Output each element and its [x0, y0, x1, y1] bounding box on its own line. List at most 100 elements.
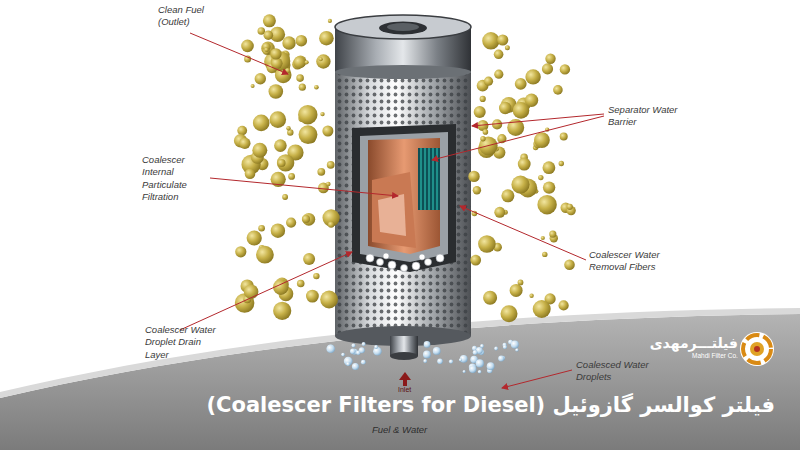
droplet	[463, 370, 466, 373]
droplet	[256, 246, 274, 264]
droplet	[538, 175, 543, 180]
droplet	[303, 253, 315, 265]
droplet	[534, 132, 550, 148]
droplet	[470, 255, 481, 266]
droplet	[297, 280, 305, 288]
droplet	[559, 161, 564, 166]
callout-label: Coalescer Water Droplet Drain Layer	[145, 324, 221, 361]
droplet	[269, 84, 284, 99]
droplet	[423, 351, 431, 359]
droplet	[258, 225, 265, 232]
droplet	[319, 57, 323, 61]
droplet	[252, 143, 267, 158]
droplet	[559, 300, 569, 310]
droplet	[263, 14, 276, 27]
droplet	[478, 370, 482, 374]
droplet	[270, 48, 281, 59]
droplet	[352, 363, 359, 370]
droplet	[302, 215, 310, 223]
droplet	[313, 273, 319, 279]
droplet	[498, 356, 504, 362]
droplet	[529, 294, 533, 298]
droplet	[503, 345, 507, 349]
droplet	[274, 139, 287, 152]
droplet	[480, 344, 484, 348]
droplet	[251, 84, 255, 88]
droplet	[541, 236, 545, 240]
droplet	[341, 353, 345, 357]
droplet	[352, 344, 356, 348]
droplet	[511, 341, 519, 349]
callout-label: Clean Fuel (Outlet)	[158, 4, 220, 29]
droplet	[288, 173, 295, 180]
droplet	[497, 34, 508, 45]
droplet	[317, 168, 325, 176]
droplet	[513, 102, 530, 119]
droplet	[478, 235, 496, 253]
droplet	[487, 362, 495, 370]
inlet-label: Inlet	[398, 386, 411, 393]
droplet	[473, 186, 481, 194]
droplet	[299, 84, 306, 91]
droplet	[542, 63, 553, 74]
droplet	[362, 342, 366, 346]
droplet	[277, 159, 285, 167]
droplet	[302, 213, 315, 226]
droplet	[298, 105, 317, 124]
droplet	[296, 35, 308, 47]
droplet	[501, 189, 514, 202]
droplet	[305, 60, 309, 64]
droplet	[473, 350, 478, 355]
droplet	[263, 48, 270, 55]
droplet	[505, 45, 510, 50]
droplet	[494, 50, 504, 60]
droplet	[326, 182, 331, 187]
callout-label: Coalescer Internal Particulate Filtratio…	[142, 154, 208, 203]
droplet	[328, 221, 334, 227]
droplet	[499, 102, 511, 114]
droplet	[328, 19, 332, 23]
droplet	[306, 290, 319, 303]
droplet	[322, 126, 333, 137]
droplet	[293, 56, 305, 68]
droplet	[271, 224, 285, 238]
droplet	[239, 138, 250, 149]
droplet	[482, 32, 499, 49]
droplet	[515, 78, 527, 90]
droplet	[494, 70, 503, 79]
droplet	[320, 291, 338, 309]
droplet	[316, 54, 330, 68]
droplet	[494, 347, 498, 351]
droplet	[525, 69, 540, 84]
droplet	[253, 115, 270, 132]
droplet	[449, 360, 453, 364]
droplet	[359, 347, 365, 353]
droplet	[286, 126, 290, 130]
droplet	[537, 195, 556, 214]
droplet	[282, 194, 288, 200]
droplet	[476, 359, 484, 367]
droplet	[542, 252, 547, 257]
droplet	[327, 161, 335, 169]
droplet	[255, 73, 266, 84]
droplet	[480, 136, 485, 141]
droplet	[510, 284, 523, 297]
droplet	[361, 360, 366, 365]
droplet	[247, 230, 262, 245]
droplet	[286, 218, 296, 228]
droplet	[560, 133, 568, 141]
droplet	[285, 68, 290, 73]
droplet	[350, 349, 356, 355]
droplet	[560, 64, 570, 74]
droplet	[484, 77, 493, 86]
droplet	[264, 48, 268, 52]
droplet	[320, 112, 324, 116]
droplet	[326, 345, 335, 354]
droplet	[460, 355, 468, 363]
droplet	[344, 357, 353, 366]
droplet	[483, 291, 497, 305]
droplet	[346, 362, 350, 366]
droplet	[549, 231, 556, 238]
droplet	[468, 171, 479, 182]
